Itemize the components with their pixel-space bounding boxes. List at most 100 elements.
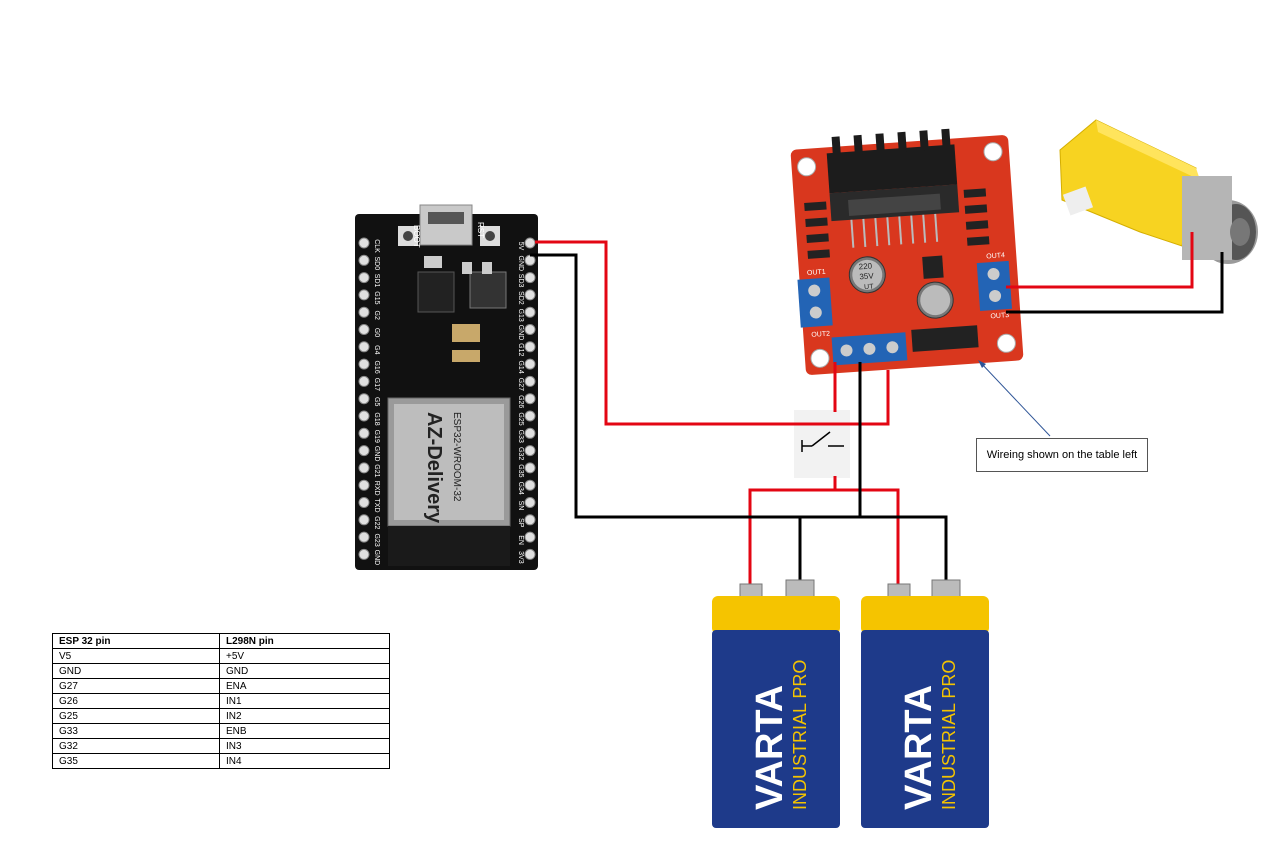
cap-value: 220 bbox=[858, 261, 872, 271]
left-pin-label: G15 bbox=[373, 291, 380, 304]
right-pin-label: G33 bbox=[517, 430, 524, 443]
pin-hole bbox=[358, 341, 370, 353]
pin-hole bbox=[358, 514, 370, 526]
pin-hole bbox=[524, 462, 536, 474]
pin-hole bbox=[524, 514, 536, 526]
right-pin-label: 5V bbox=[517, 242, 524, 251]
pin-hole bbox=[358, 358, 370, 370]
table-cell: IN3 bbox=[219, 738, 390, 754]
left-pin-label: SD1 bbox=[373, 274, 380, 288]
right-pin-label: G32 bbox=[517, 447, 524, 460]
pin-hole bbox=[358, 375, 370, 387]
l298n-driver: 220 35V UT OUT1 OUT2 OUT3 OUT4 bbox=[790, 128, 1024, 375]
pin-hole bbox=[358, 410, 370, 422]
pin-hole bbox=[524, 497, 536, 508]
right-pin-label: EN bbox=[517, 535, 524, 545]
left-pin-label: G22 bbox=[373, 516, 380, 529]
header-esp32-pin: ESP 32 pin bbox=[52, 633, 220, 649]
switch-symbol bbox=[794, 410, 850, 478]
pin-hole bbox=[524, 272, 536, 284]
left-pin-label: G17 bbox=[373, 378, 380, 391]
pin-hole bbox=[524, 289, 536, 301]
table-header-row: ESP 32 pin L298N pin bbox=[52, 633, 390, 649]
left-pin-label: SD0 bbox=[373, 256, 380, 270]
pin-hole bbox=[358, 393, 370, 405]
right-pin-label: 3V3 bbox=[517, 551, 524, 564]
right-pin-label: G25 bbox=[517, 412, 524, 425]
pin-hole bbox=[524, 375, 536, 387]
module-name: ESP32-WROOM-32 bbox=[451, 412, 462, 502]
esp32-board: BOOT RST AZ-Delivery ESP32-WROOM-32 CLKS… bbox=[355, 204, 538, 570]
pin-hole bbox=[358, 462, 370, 474]
pin-hole bbox=[524, 358, 536, 370]
left-pin-label: G21 bbox=[373, 464, 380, 477]
pin-hole bbox=[358, 254, 370, 266]
out2-label: OUT2 bbox=[811, 331, 830, 339]
right-pin-label: GND bbox=[517, 325, 524, 341]
table-cell: G32 bbox=[52, 738, 220, 754]
right-pin-label: G12 bbox=[517, 343, 524, 356]
cap-voltage: 35V bbox=[859, 271, 874, 281]
right-pin-label: G13 bbox=[517, 309, 524, 322]
table-cell: GND bbox=[52, 663, 220, 679]
table-cell: G35 bbox=[52, 753, 220, 769]
battery-line: INDUSTRIAL PRO bbox=[939, 660, 959, 810]
wiring-note: Wireing shown on the table left bbox=[976, 438, 1148, 472]
table-cell: +5V bbox=[219, 648, 390, 664]
boot-label: BOOT bbox=[412, 225, 421, 248]
pin-hole bbox=[524, 324, 536, 335]
table-cell: G33 bbox=[52, 723, 220, 739]
pin-hole bbox=[358, 479, 370, 491]
wires-red bbox=[535, 232, 1194, 592]
module-brand: AZ-Delivery bbox=[423, 412, 445, 524]
esp32-left-pins: CLKSD0SD1G15G2G0G4G16G17G5G18G19GNDG21RX… bbox=[358, 237, 380, 566]
pin-hole bbox=[524, 410, 536, 422]
battery-brand: VARTA bbox=[898, 685, 940, 810]
left-pin-label: G19 bbox=[373, 430, 380, 443]
pin-hole bbox=[524, 237, 536, 249]
right-pin-label: G27 bbox=[517, 378, 524, 391]
left-pin-label: G2 bbox=[373, 311, 380, 320]
pin-hole bbox=[358, 427, 370, 439]
left-pin-label: G5 bbox=[373, 397, 380, 406]
table-cell: IN2 bbox=[219, 708, 390, 724]
battery-right: VARTA INDUSTRIAL PRO bbox=[861, 579, 989, 828]
left-pin-label: GND bbox=[373, 550, 380, 566]
callout-arrow bbox=[978, 360, 1051, 437]
table-cell: G27 bbox=[52, 678, 220, 694]
pin-hole bbox=[524, 341, 536, 353]
left-pin-label: G23 bbox=[373, 533, 380, 546]
table-cell: IN4 bbox=[219, 753, 390, 769]
battery-line: INDUSTRIAL PRO bbox=[790, 660, 810, 810]
pin-hole bbox=[358, 548, 370, 560]
pin-hole bbox=[524, 393, 536, 405]
out4-label: OUT4 bbox=[986, 252, 1005, 260]
out1-label: OUT1 bbox=[807, 269, 826, 277]
dc-motor bbox=[1059, 119, 1258, 264]
left-pin-label: G16 bbox=[373, 360, 380, 373]
pin-hole bbox=[524, 531, 536, 543]
pin-hole bbox=[524, 548, 536, 560]
out3-label: OUT3 bbox=[990, 312, 1009, 320]
battery-brand: VARTA bbox=[749, 685, 791, 810]
pin-hole bbox=[524, 427, 536, 439]
pin-hole bbox=[524, 445, 536, 457]
pin-hole bbox=[358, 306, 370, 318]
pin-hole bbox=[524, 479, 536, 491]
pin-hole bbox=[524, 254, 536, 266]
header-l298n-pin: L298N pin bbox=[219, 633, 390, 649]
right-pin-label: SP bbox=[517, 518, 524, 528]
table-cell: G25 bbox=[52, 708, 220, 724]
left-pin-label: TXD bbox=[373, 499, 380, 513]
left-pin-label: RXD bbox=[373, 481, 380, 496]
right-pin-label: G26 bbox=[517, 395, 524, 408]
right-pin-label: SD2 bbox=[517, 291, 524, 305]
